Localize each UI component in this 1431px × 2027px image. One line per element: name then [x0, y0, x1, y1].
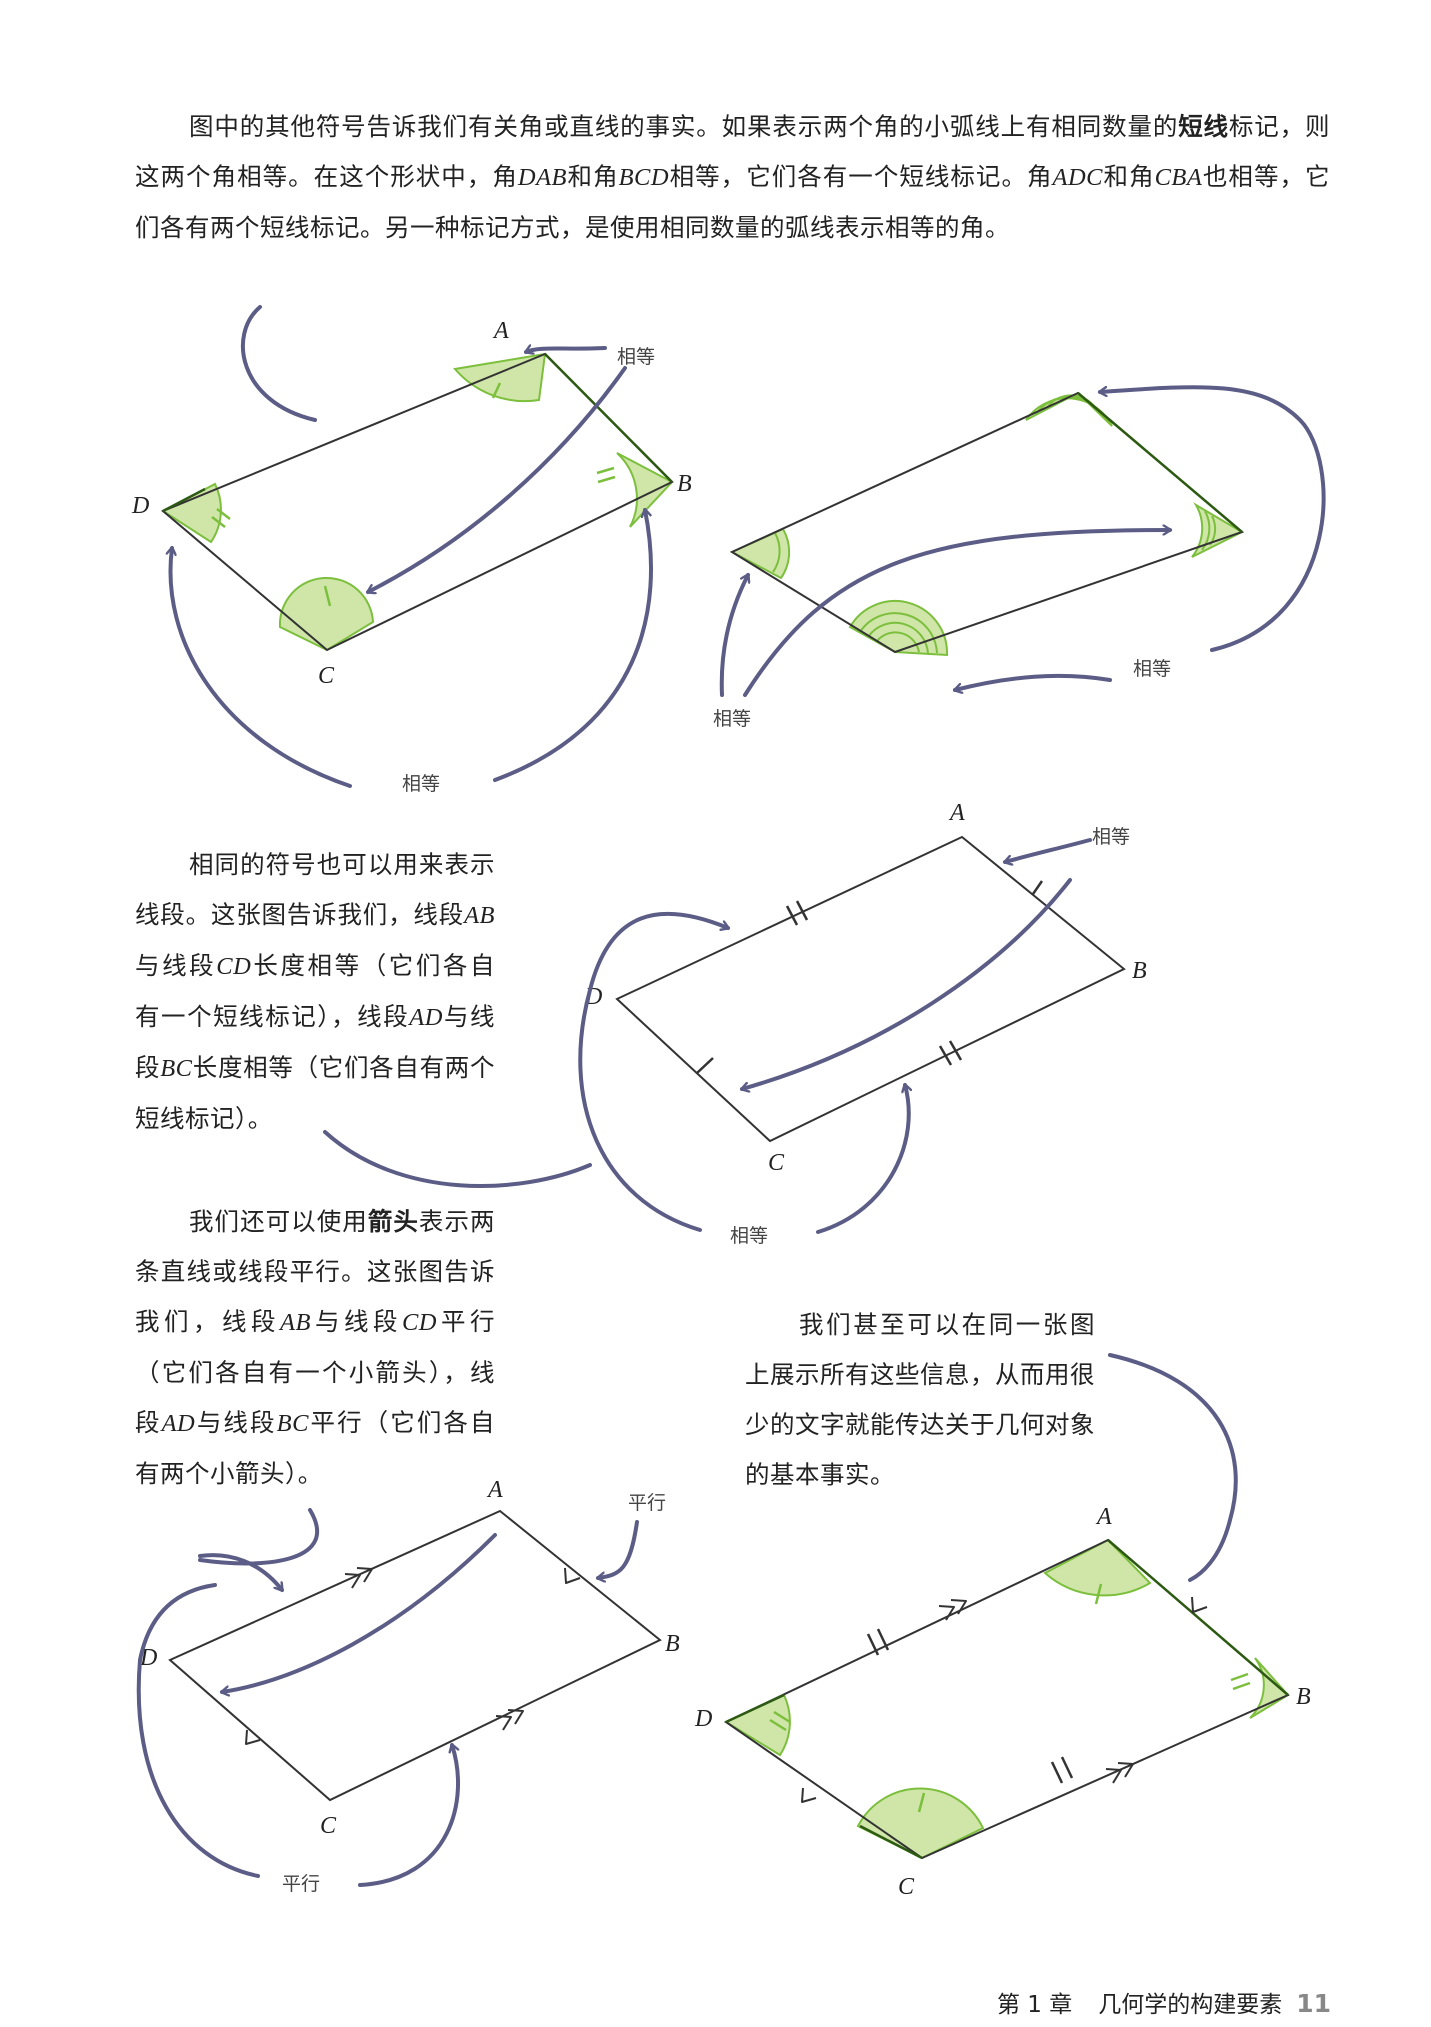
page-number: 11: [1296, 1989, 1331, 2018]
figure-angle-arcs: 相等 相等: [713, 385, 1326, 730]
figure-combined: A B C D: [694, 1353, 1311, 1900]
vertex-label-a: A: [492, 318, 509, 344]
vertex3-label-c: C: [768, 1150, 785, 1176]
angle-a: [453, 352, 547, 403]
note-equal-1: 相等: [617, 346, 655, 368]
note-equal-2: 相等: [402, 773, 440, 795]
figure-angle-ticks: A B C D 相等 相等: [131, 305, 692, 795]
parallelogram-1: [161, 352, 674, 652]
vertex5-label-a: A: [1095, 1504, 1112, 1530]
figure-parallel-arrows: A B C D 平行 平行: [136, 1477, 680, 1895]
angle-arcs-b: [1191, 502, 1245, 558]
note-equal-5: 相等: [1092, 826, 1130, 848]
footer-title: 几何学的构建要素: [1098, 1992, 1283, 2018]
angle-combined-c: [856, 1787, 985, 1860]
vertex4-label-a: A: [486, 1477, 503, 1503]
vertex5-label-d: D: [694, 1706, 712, 1732]
note-parallel-1: 平行: [628, 1492, 666, 1514]
parallelogram-4: [168, 1509, 662, 1802]
vertex5-label-b: B: [1296, 1684, 1311, 1710]
note-equal-6: 相等: [730, 1225, 768, 1247]
figure-segment-ticks: A B C D 相等 相等: [323, 800, 1147, 1247]
note-parallel-2: 平行: [282, 1873, 320, 1895]
intro-paragraph: 图中的其他符号告诉我们有关角或直线的事实。如果表示两个角的小弧线上有相同数量的短…: [135, 112, 1331, 242]
vertex3-label-a: A: [948, 800, 965, 826]
vertex3-label-b: B: [1132, 958, 1147, 984]
angle-combined-a: [1043, 1538, 1152, 1597]
vertex5-label-c: C: [898, 1874, 915, 1900]
footer-chapter: 第 1 章: [996, 1992, 1073, 2018]
vertex4-label-b: B: [665, 1631, 680, 1657]
parallelogram-2: [729, 391, 1244, 654]
vertex-label-d: D: [131, 493, 149, 519]
angle-combined-d: [723, 1693, 791, 1757]
vertex-label-b: B: [677, 471, 692, 497]
angle-b: [616, 452, 674, 528]
angle-d: [161, 482, 222, 544]
segments-paragraph: 相同的符号也可以用来表示线段。这张图告诉我们，线段AB与线段CD长度相等（它们各…: [135, 850, 496, 1133]
angle-c: [278, 577, 375, 652]
angle-arcs-d: [729, 527, 791, 580]
note-equal-3: 相等: [1133, 658, 1171, 680]
note-equal-4: 相等: [713, 708, 751, 730]
angle-arcs-c: [848, 599, 949, 657]
angle-combined-b: [1249, 1657, 1290, 1719]
combined-paragraph: 我们甚至可以在同一张图上展示所有这些信息，从而用很少的文字就能传达关于几何对象的…: [745, 1310, 1095, 1489]
vertex-label-c: C: [318, 663, 335, 689]
parallelogram-3: [615, 835, 1126, 1143]
page-footer: 第 1 章几何学的构建要素 11: [997, 1985, 1331, 2019]
vertex4-label-c: C: [320, 1813, 337, 1839]
parallelogram-5: [724, 1538, 1290, 1860]
parallel-paragraph: 我们还可以使用箭头表示两条直线或线段平行。这张图告诉我们，线段AB与线段CD平行…: [135, 1207, 496, 1488]
